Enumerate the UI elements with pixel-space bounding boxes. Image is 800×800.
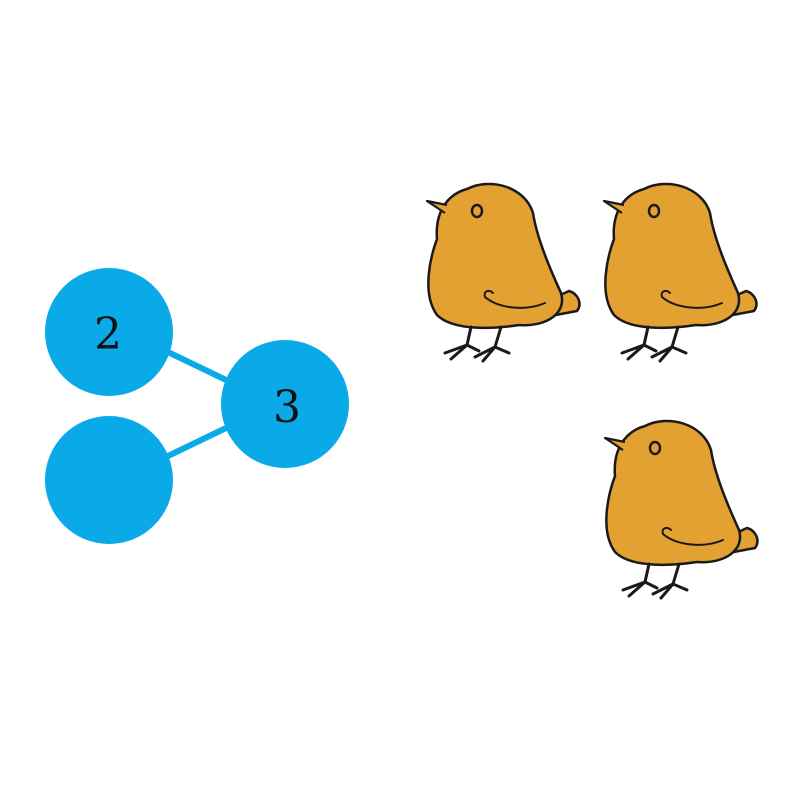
part-circle-bottom	[45, 416, 173, 544]
part-circle-top	[45, 268, 173, 396]
chick-icon	[602, 182, 758, 363]
whole-value: 3	[273, 382, 301, 433]
chick-icon	[603, 419, 759, 600]
bond-line-bottom	[166, 425, 228, 459]
whole-circle	[221, 340, 349, 468]
chick-icon	[425, 182, 581, 363]
bond-line-top	[166, 349, 228, 383]
part-a-value: 2	[94, 309, 122, 360]
